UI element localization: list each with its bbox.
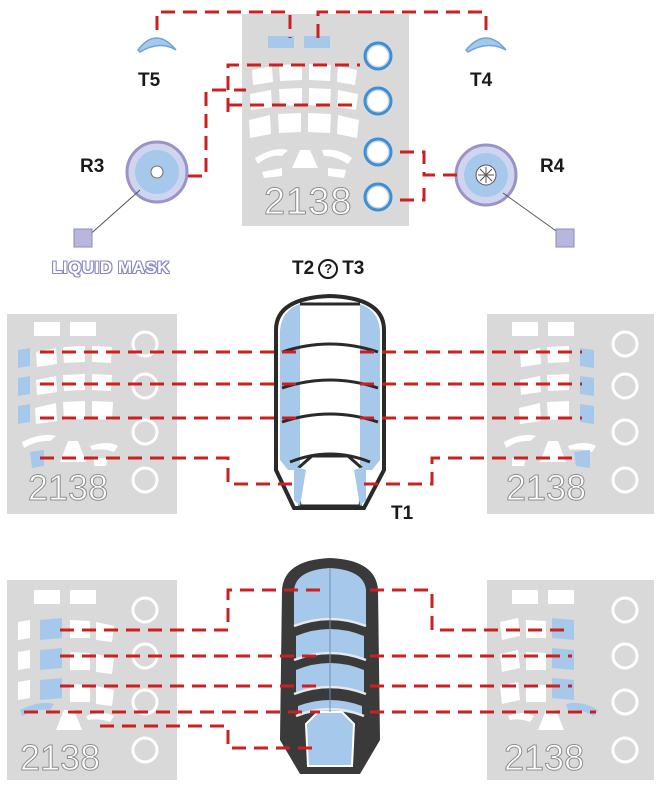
label-t4: T4 — [470, 70, 493, 91]
r3-mask-disc — [125, 140, 189, 204]
sheet-number-top: 2138 — [264, 181, 353, 223]
sheet-number-bottom-right: 2138 — [504, 737, 584, 778]
bottom-left-mask-sheet: 2138 — [7, 580, 177, 780]
label-r4: R4 — [540, 156, 565, 177]
canopy-side-view-blue-edges — [274, 293, 386, 510]
label-t5: T5 — [138, 70, 161, 91]
liquid-mask-markers — [73, 189, 575, 248]
canopy-top-view-blue-panes — [280, 558, 380, 774]
top-leader-lines — [155, 10, 488, 202]
sheet-number-mid-left: 2138 — [28, 467, 108, 508]
label-t2-t3: T2?T3 — [292, 258, 364, 280]
question-circle-icon: ? — [318, 259, 339, 279]
top-mask-sheet: 2138 — [242, 14, 409, 226]
r4-mask-disc — [454, 143, 518, 207]
t5-mask-shape — [137, 37, 177, 53]
label-t2: T2 — [292, 258, 315, 279]
label-r3: R3 — [80, 156, 105, 177]
label-liquid-mask: LIQUID MASK — [52, 258, 170, 277]
mid-right-mask-sheet: 2138 — [487, 314, 654, 514]
label-t3: T3 — [342, 258, 365, 279]
middle-leader-lines — [40, 350, 582, 486]
t4-mask-shape — [464, 37, 507, 53]
label-t1: T1 — [391, 503, 414, 524]
mid-left-mask-sheet: 2138 — [7, 314, 177, 514]
sheet-number-bottom-left: 2138 — [20, 737, 100, 778]
bottom-right-mask-sheet: 2138 — [487, 580, 654, 780]
bottom-leader-lines — [24, 588, 596, 750]
sheet-number-mid-right: 2138 — [506, 467, 586, 508]
